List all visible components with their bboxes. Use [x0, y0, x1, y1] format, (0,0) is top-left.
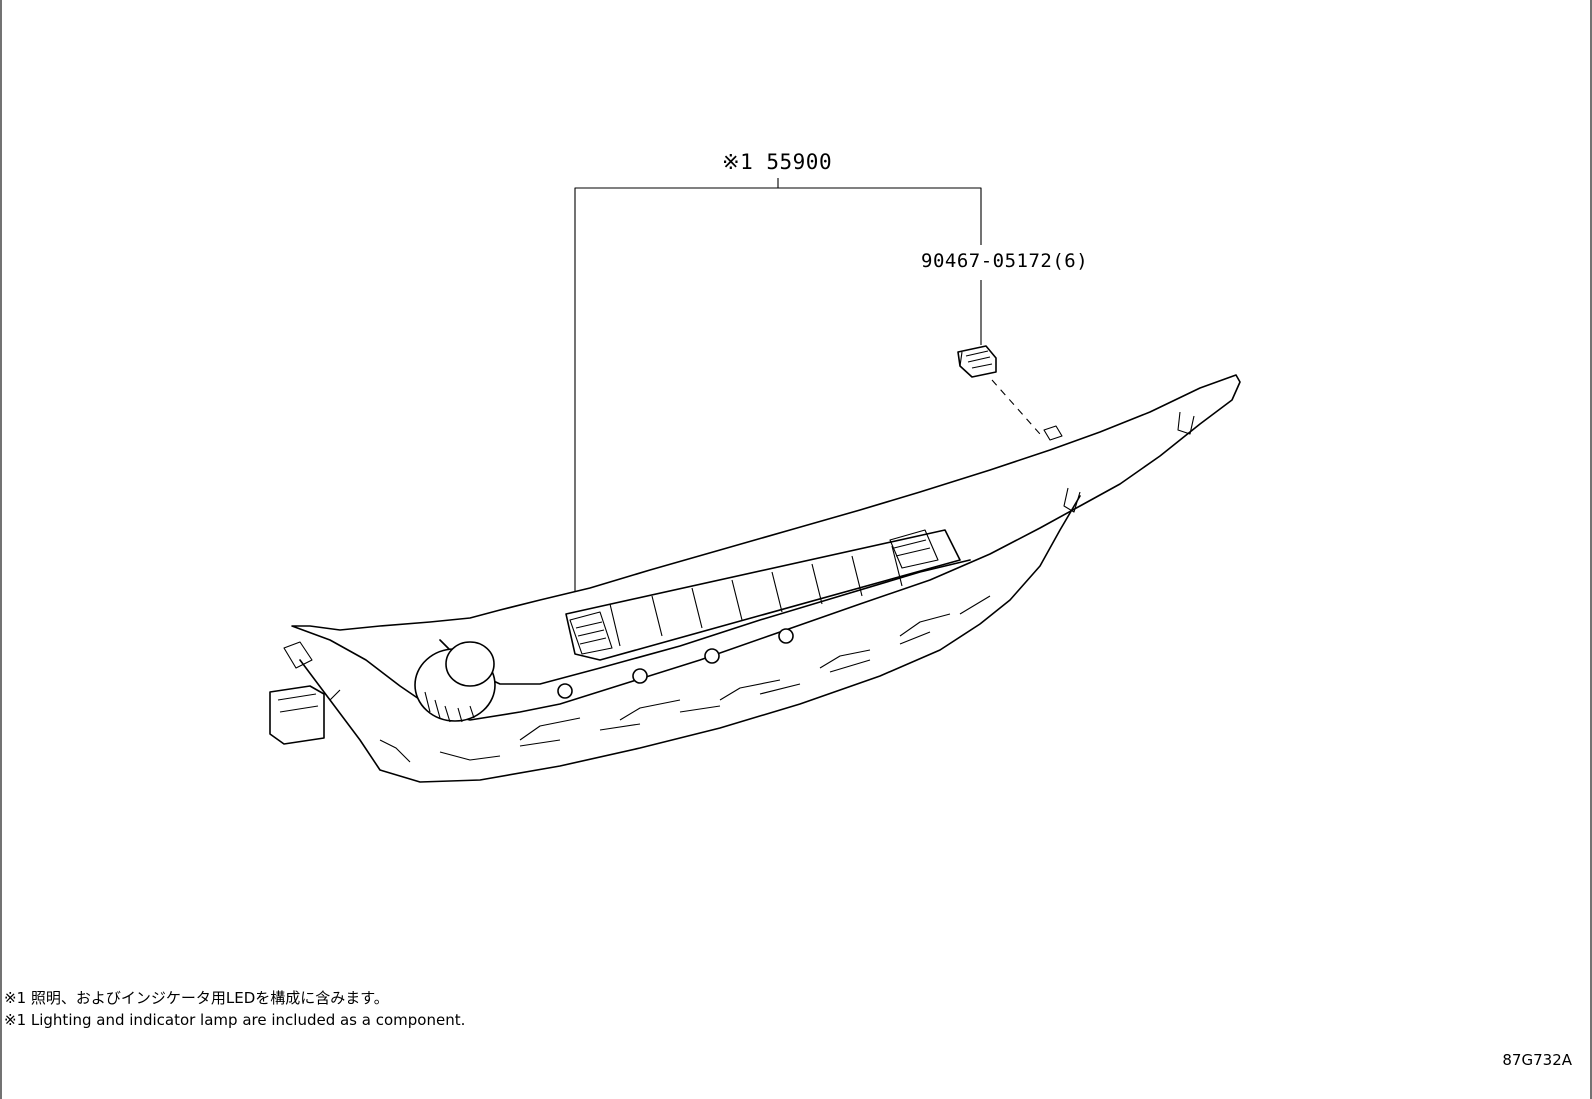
note-japanese: ※1 照明、およびインジケータ用LEDを構成に含みます。 [4, 989, 389, 1007]
clip-icon [957, 345, 997, 378]
console-panel-drawing [269, 374, 1241, 783]
screw-part-callout: 90467-05172(6) [921, 250, 1089, 272]
clip-dashed-leader [991, 379, 1041, 435]
main-part-leader [574, 178, 982, 592]
main-part-callout: ※1 55900 [722, 150, 833, 174]
figure-code: 87G732A [1502, 1051, 1572, 1069]
note-english: ※1 Lighting and indicator lamp are inclu… [4, 1011, 466, 1029]
